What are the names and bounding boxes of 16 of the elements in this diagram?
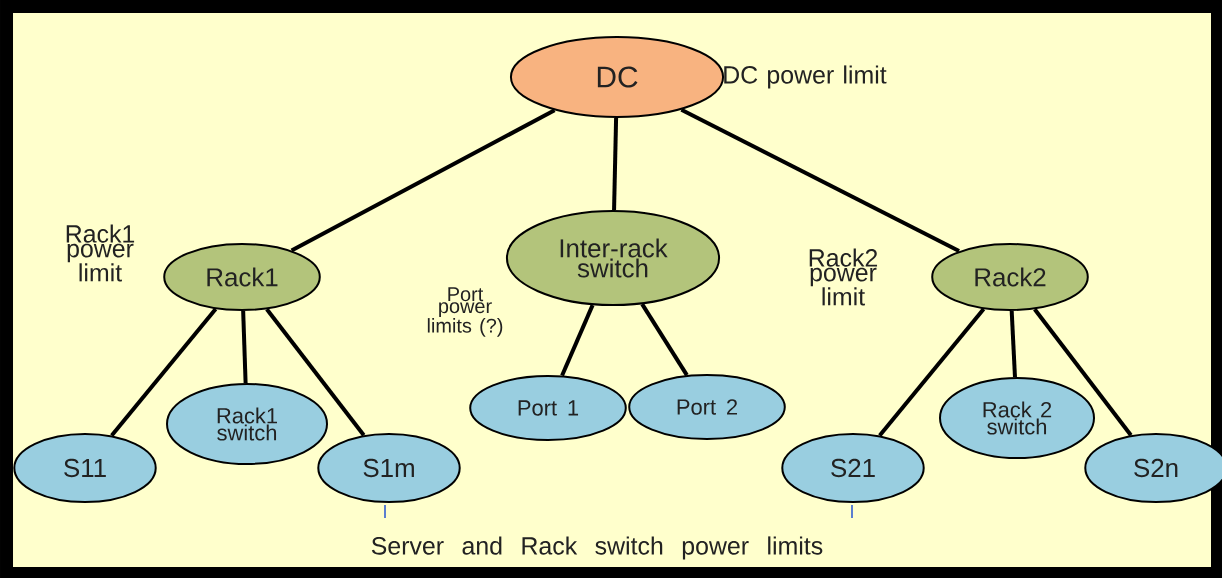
connector-line bbox=[1009, 310, 1017, 378]
connector-line bbox=[265, 308, 366, 437]
connector-line bbox=[290, 108, 556, 253]
connector-line bbox=[878, 307, 986, 437]
limit-label: DC power limit bbox=[724, 65, 887, 89]
note-label: Server and Rack switch power limits bbox=[371, 536, 823, 560]
limit-label: Rack1 power limit bbox=[66, 224, 135, 282]
connector-line bbox=[241, 310, 248, 384]
note-label: Port power limits (?) bbox=[427, 287, 503, 337]
connector-line bbox=[110, 307, 218, 437]
connector-line bbox=[560, 304, 595, 377]
connector-line bbox=[640, 303, 689, 377]
connector-line bbox=[1033, 308, 1133, 437]
connector-line bbox=[680, 107, 960, 253]
connector-line bbox=[612, 117, 619, 211]
limit-label: Rack2 power limit bbox=[809, 248, 878, 306]
